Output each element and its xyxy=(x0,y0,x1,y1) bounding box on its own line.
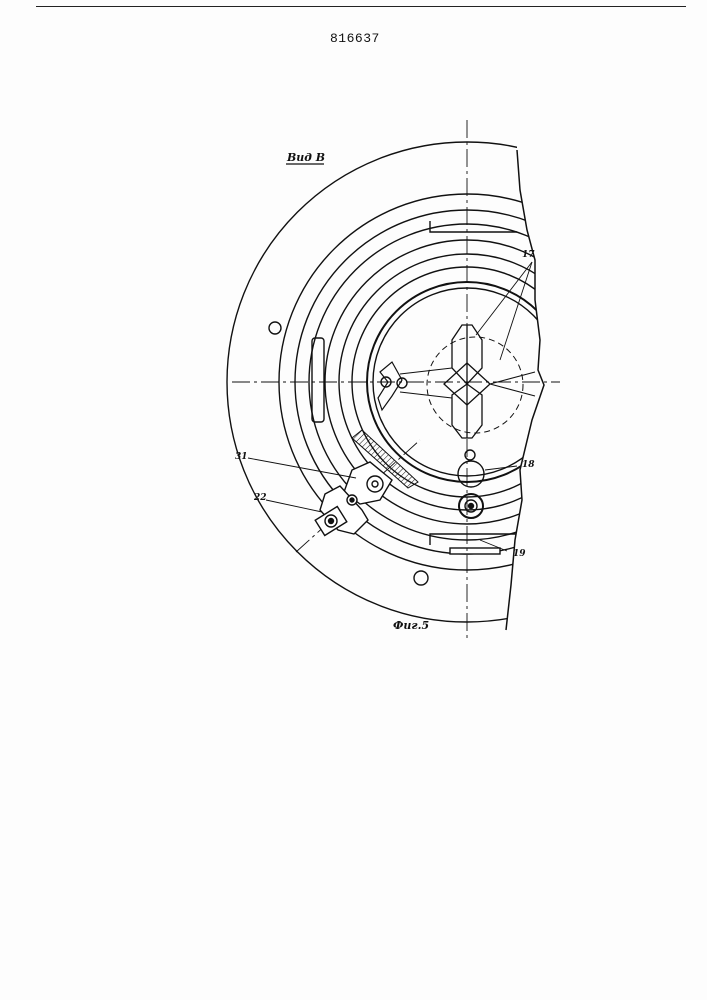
ball-assembly xyxy=(458,450,484,518)
figure-label: Фиг.5 xyxy=(393,619,429,632)
callout-19: 19 xyxy=(513,549,526,559)
callout-18: 18 xyxy=(522,460,535,470)
key-19 xyxy=(450,548,500,554)
small-ball xyxy=(465,450,475,460)
leader-22 xyxy=(266,500,322,512)
view-label: Вид В xyxy=(286,151,325,164)
leader-17b xyxy=(500,262,532,360)
ball-18 xyxy=(458,461,484,487)
view-label-text: Вид В xyxy=(286,151,325,164)
lever-31-pivot-center xyxy=(372,481,378,487)
callout-31: 31 xyxy=(235,452,248,462)
leader-31 xyxy=(248,458,356,478)
bolt-hole-bottom xyxy=(414,571,428,585)
dashed-circle xyxy=(427,337,523,433)
bolt-hole-left xyxy=(269,322,281,334)
left-slot xyxy=(312,338,324,422)
callout-17: 17 xyxy=(522,250,535,260)
screw-22-center xyxy=(329,519,334,524)
roller-center xyxy=(469,504,474,509)
center-lines xyxy=(232,120,560,640)
callout-22: 22 xyxy=(253,493,267,503)
bracket-pin-center xyxy=(350,498,354,502)
cross-right-arm xyxy=(490,372,535,396)
